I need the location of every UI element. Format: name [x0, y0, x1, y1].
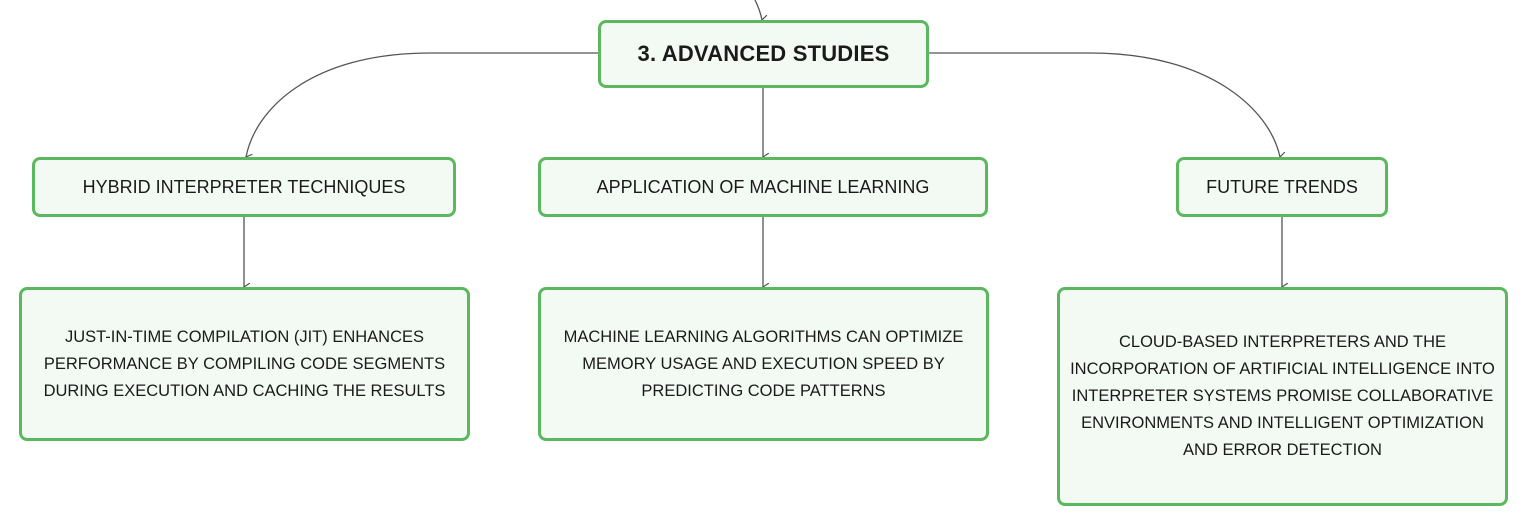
connector-root-to-branch-1	[246, 52, 598, 157]
detail-node-text: JUST-IN-TIME COMPILATION (JIT) ENHANCES …	[43, 327, 446, 400]
branch-node-label: HYBRID INTERPRETER TECHNIQUES	[82, 176, 406, 197]
root-node-label: 3. ADVANCED STUDIES	[637, 41, 890, 66]
detail-node-text: CLOUD-BASED INTERPRETERS AND THE INCORPO…	[1070, 333, 1495, 459]
branch-node-application-of-machine-learning[interactable]: APPLICATION OF MACHINE LEARNING	[538, 157, 988, 217]
connector-root-to-branch-3	[928, 52, 1280, 157]
branch-node-label: APPLICATION OF MACHINE LEARNING	[596, 176, 930, 197]
branch-node-future-trends[interactable]: FUTURE TRENDS	[1176, 157, 1388, 217]
detail-node-jit-compilation[interactable]: JUST-IN-TIME COMPILATION (JIT) ENHANCES …	[19, 287, 470, 441]
root-node[interactable]: 3. ADVANCED STUDIES	[598, 20, 929, 88]
detail-node-machine-learning-optimization[interactable]: MACHINE LEARNING ALGORITHMS CAN OPTIMIZE…	[538, 287, 989, 441]
branch-node-hybrid-interpreter-techniques[interactable]: HYBRID INTERPRETER TECHNIQUES	[32, 157, 456, 217]
branch-node-label: FUTURE TRENDS	[1206, 176, 1358, 197]
detail-node-text: MACHINE LEARNING ALGORITHMS CAN OPTIMIZE…	[563, 327, 964, 400]
detail-node-future-trends-cloud-ai[interactable]: CLOUD-BASED INTERPRETERS AND THE INCORPO…	[1057, 287, 1508, 506]
connector-parent-to-root	[754, 0, 762, 20]
